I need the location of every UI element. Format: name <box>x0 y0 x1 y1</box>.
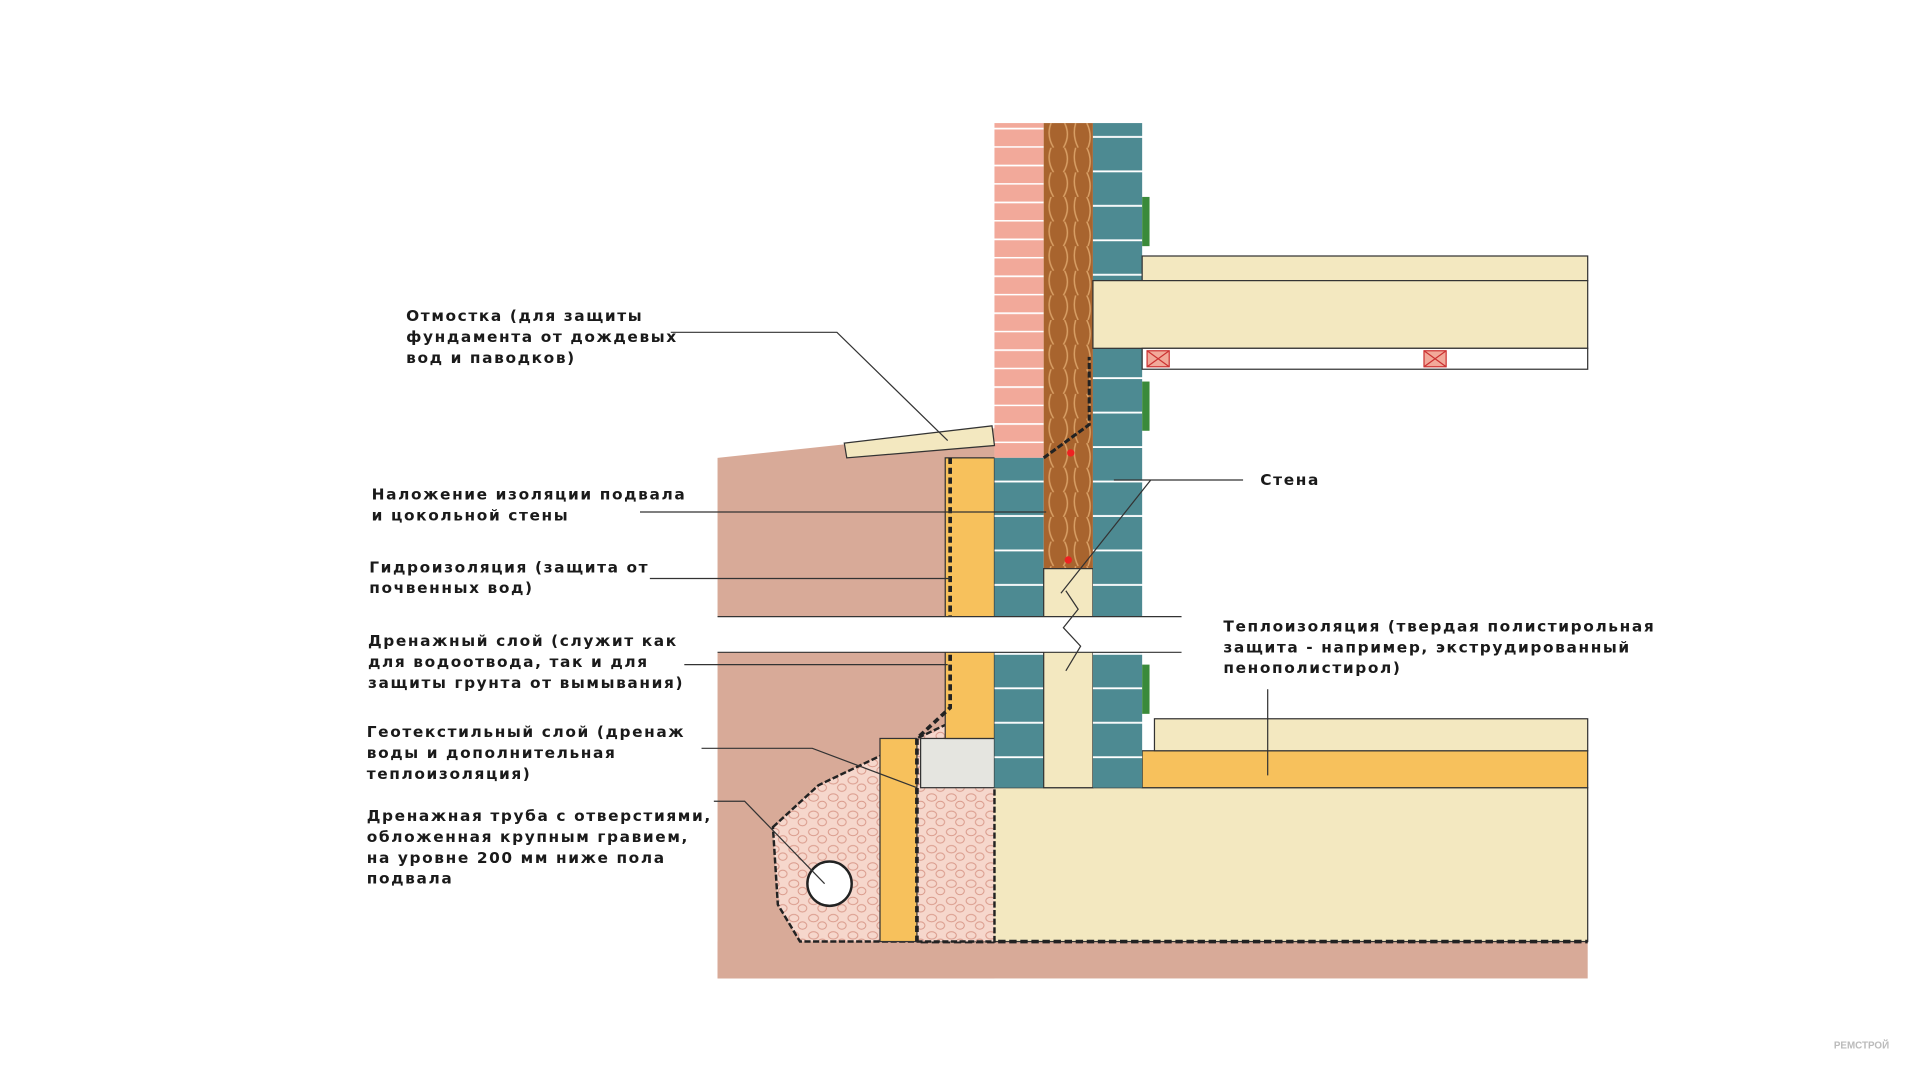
floor-slab <box>1092 280 1589 349</box>
floor-screed <box>1153 718 1589 752</box>
vertical-insulation-lower <box>879 737 918 943</box>
footing <box>920 737 996 789</box>
label-waterproofing: Гидроизоляция (защита от почвенных вод) <box>369 558 656 597</box>
brick-facing <box>994 123 1044 458</box>
label-otmostka: Отмостка (для защиты фундамента от дожде… <box>406 307 685 367</box>
label-thermal-insulation: Теплоизоляция (твердая полистирольная за… <box>1223 617 1662 677</box>
label-drain-pipe: Дренажная труба с отверстиями, обложенна… <box>367 807 719 888</box>
beam-icon <box>1146 350 1170 368</box>
floor-insulation <box>1141 750 1589 789</box>
wood-insulation <box>1043 123 1093 569</box>
floor-board <box>1141 255 1589 282</box>
watermark-logo: РЕМСТРОЙ <box>1834 1040 1889 1052</box>
otmostka-slab <box>843 425 996 459</box>
soil-under-slab <box>717 941 1588 979</box>
drain-pipe <box>806 860 853 908</box>
wall-core <box>1043 568 1094 789</box>
label-drainage-layer: Дренажный слой (служит как для водоотвод… <box>368 632 685 692</box>
basement-slab <box>920 787 1589 943</box>
section-break <box>713 616 1188 653</box>
label-wall: Стена <box>1260 471 1320 489</box>
drainage-layer <box>944 457 996 740</box>
label-basement-insulation: Наложение изоляции подвала и цокольной с… <box>372 486 694 525</box>
label-geotextile: Геотекстильный слой (дренаж воды и допол… <box>367 723 692 783</box>
block-wall-inner <box>1092 123 1143 788</box>
beam-icon <box>1423 350 1447 368</box>
geotextile <box>915 457 952 942</box>
